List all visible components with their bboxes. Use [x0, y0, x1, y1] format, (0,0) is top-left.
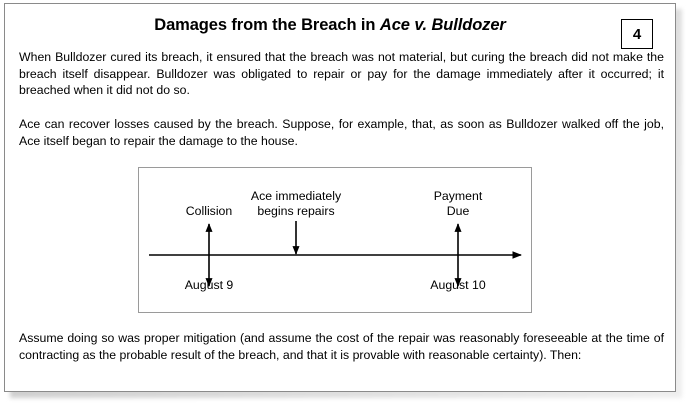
timeline-label-payment-due-line1: Payment [433, 189, 483, 203]
timeline-figure: Collision Ace immediately begins repairs… [138, 167, 532, 313]
timeline-label-payment-due: Payment Due [434, 189, 483, 218]
header-row: Damages from the Breach in Ace v. Bulldo… [5, 14, 677, 49]
timeline-label-ace-repairs-line2: begins repairs [257, 203, 335, 218]
timeline-label-payment-due-line2: Due [446, 203, 470, 218]
page-title-main: Damages from the Breach in [154, 16, 380, 34]
page-number-badge: 4 [621, 19, 653, 49]
page-title: Damages from the Breach in Ace v. Bulldo… [45, 16, 615, 35]
timeline-date-august-10: August 10 [430, 278, 486, 292]
timeline-label-ace-repairs: Ace immediately begins repairs [251, 189, 341, 218]
timeline-label-collision: Collision [185, 204, 233, 218]
timeline-figure-inner: Collision Ace immediately begins repairs… [139, 168, 533, 314]
timeline-label-ace-repairs-line1: Ace immediately [250, 189, 342, 203]
timeline-axis-svg [149, 221, 522, 287]
paragraph-three: Assume doing so was proper mitigation (a… [19, 331, 664, 362]
page-title-case-name: Ace v. Bulldozer [379, 16, 506, 34]
timeline-date-august-9: August 9 [184, 278, 234, 292]
page-sheet: Damages from the Breach in Ace v. Bulldo… [4, 3, 676, 392]
paragraph-two: Ace can recover losses caused by the bre… [19, 117, 664, 148]
paragraph-one: When Bulldozer cured its breach, it ensu… [19, 50, 664, 97]
page-content: Damages from the Breach in Ace v. Bulldo… [5, 4, 677, 393]
